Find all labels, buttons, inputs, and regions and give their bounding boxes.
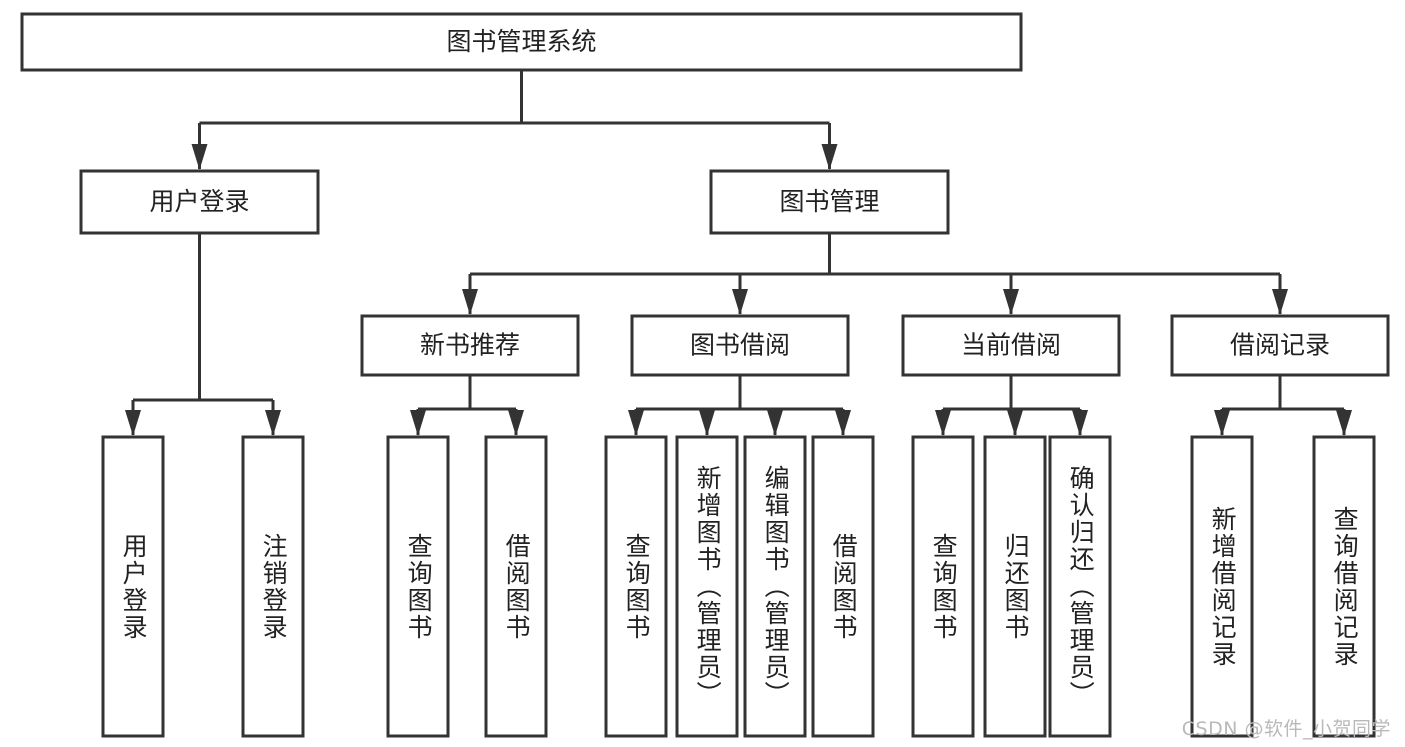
arrow-head-icon <box>835 410 851 436</box>
node-leaf-logout[interactable] <box>241 435 305 738</box>
node-box-new-book-recommend[interactable] <box>360 314 580 377</box>
node-leaf-add-borrow-record[interactable] <box>1190 435 1254 738</box>
node-label-borrow-record: 借阅记录 <box>1230 331 1330 360</box>
arrow-head-icon <box>628 410 644 436</box>
node-leaf-query-book-recommend[interactable] <box>386 435 450 738</box>
node-label-book-manage: 图书管理 <box>779 187 879 216</box>
arrow-head-icon <box>191 144 208 170</box>
arrow-head-icon <box>1272 289 1288 315</box>
node-box-root[interactable] <box>20 12 1023 72</box>
arrow-head-icon <box>1336 410 1352 436</box>
node-leaf-edit-book[interactable] <box>743 435 807 738</box>
node-box-book-manage[interactable] <box>709 169 950 235</box>
node-box-leaf-return-book[interactable] <box>983 435 1047 738</box>
node-new-book-recommend[interactable]: 新书推荐 <box>360 314 580 377</box>
node-label-root: 图书管理系统 <box>446 27 596 56</box>
node-label-book-borrow: 图书借阅 <box>690 331 790 360</box>
node-box-leaf-query-book-current[interactable] <box>911 435 975 738</box>
node-box-leaf-logout[interactable] <box>241 435 305 738</box>
node-leaf-query-book-current[interactable] <box>911 435 975 738</box>
node-leaf-return-book[interactable] <box>983 435 1047 738</box>
node-box-leaf-borrow-book-recommend[interactable] <box>484 435 548 738</box>
arrow-head-icon <box>125 410 141 436</box>
arrow-head-icon <box>935 410 951 436</box>
node-box-leaf-edit-book[interactable] <box>743 435 807 738</box>
node-book-manage[interactable]: 图书管理 <box>709 169 950 235</box>
arrow-head-icon <box>410 410 426 436</box>
node-box-borrow-record[interactable] <box>1170 314 1390 377</box>
arrow-head-icon <box>699 410 715 436</box>
node-leaf-borrow-book-recommend[interactable] <box>484 435 548 738</box>
node-current-borrow[interactable]: 当前借阅 <box>901 314 1121 377</box>
arrow-head-icon <box>1007 410 1023 436</box>
arrow-head-icon <box>821 144 838 170</box>
node-box-user-login[interactable] <box>79 169 320 235</box>
node-leaf-user-login[interactable] <box>101 435 165 738</box>
node-label-user-login: 用户登录 <box>149 187 249 216</box>
node-box-leaf-query-borrow-record[interactable] <box>1312 435 1376 738</box>
arrow-head-icon <box>1072 410 1088 436</box>
watermark-text: CSDN @软件_小贺同学 <box>1181 718 1391 740</box>
node-book-borrow[interactable]: 图书借阅 <box>630 314 850 377</box>
arrow-head-icon <box>1003 289 1019 315</box>
node-box-leaf-query-book-recommend[interactable] <box>386 435 450 738</box>
node-box-leaf-add-book[interactable] <box>675 435 739 738</box>
node-leaf-query-borrow-record[interactable] <box>1312 435 1376 738</box>
connector-layer <box>125 70 1352 436</box>
node-leaf-query-book-borrow[interactable] <box>604 435 668 738</box>
arrow-head-icon <box>767 410 783 436</box>
arrow-head-icon <box>732 289 748 315</box>
node-box-leaf-borrow-book[interactable] <box>811 435 875 738</box>
node-root[interactable]: 图书管理系统 <box>20 12 1023 72</box>
node-label-new-book-recommend: 新书推荐 <box>420 331 520 360</box>
node-box-leaf-user-login[interactable] <box>101 435 165 738</box>
node-box-leaf-confirm-return[interactable] <box>1048 435 1112 738</box>
node-box-leaf-add-borrow-record[interactable] <box>1190 435 1254 738</box>
arrow-head-icon <box>1214 410 1230 436</box>
node-box-current-borrow[interactable] <box>901 314 1121 377</box>
arrow-head-icon <box>508 410 524 436</box>
node-label-current-borrow: 当前借阅 <box>961 331 1061 360</box>
node-box-leaf-query-book-borrow[interactable] <box>604 435 668 738</box>
node-box-book-borrow[interactable] <box>630 314 850 377</box>
node-leaf-add-book[interactable] <box>675 435 739 738</box>
node-leaf-confirm-return[interactable] <box>1048 435 1112 738</box>
node-leaf-borrow-book[interactable] <box>811 435 875 738</box>
node-borrow-record[interactable]: 借阅记录 <box>1170 314 1390 377</box>
node-user-login[interactable]: 用户登录 <box>79 169 320 235</box>
arrow-head-icon <box>462 289 478 315</box>
arrow-head-icon <box>265 410 281 436</box>
